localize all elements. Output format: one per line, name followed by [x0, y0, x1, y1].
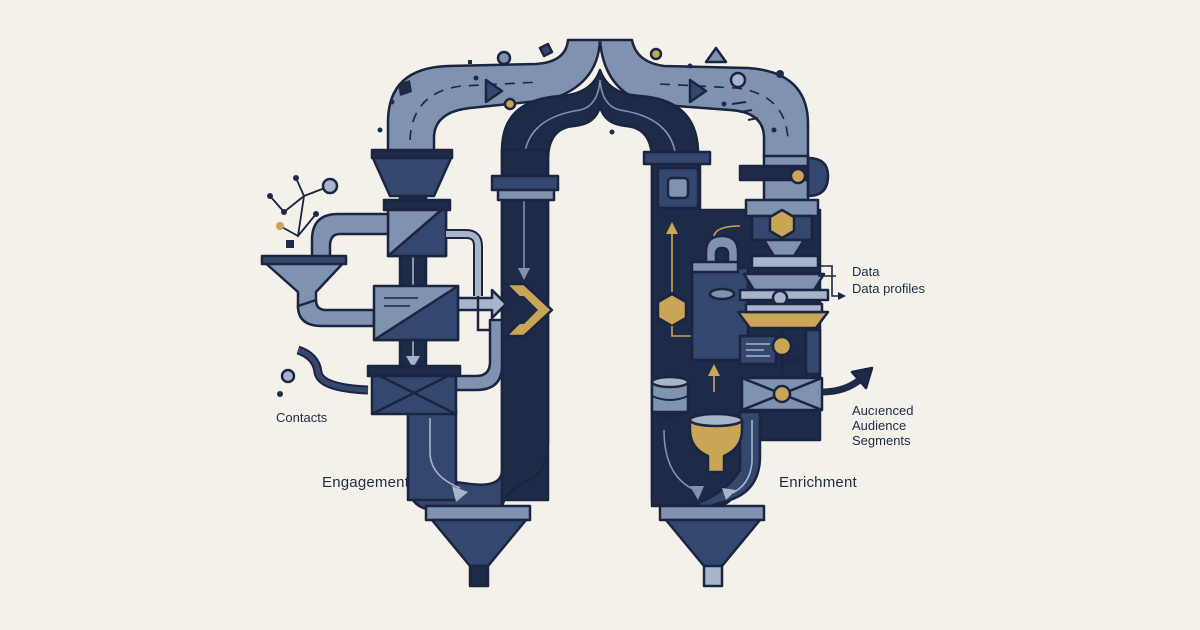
database-cylinder-icon	[650, 375, 690, 418]
right-tower-gauge	[789, 167, 807, 185]
right-tower-plate-3	[744, 302, 824, 314]
left-lower-flow	[429, 418, 461, 489]
funnel-outlet-pipe	[296, 298, 376, 328]
engagement-label: Engagement	[322, 474, 410, 491]
contacts-label: Contacts	[276, 410, 328, 425]
right-bottom-funnel-spout	[702, 564, 724, 588]
arch-dot-gold	[503, 97, 517, 111]
valve-bypass-pipe-fill	[446, 231, 481, 296]
audienced-label: Aucıenced	[852, 403, 914, 418]
contacts-dot-2	[277, 391, 283, 397]
segments-label: Segments	[852, 433, 911, 448]
chevron-arrow-inner-icon	[516, 296, 538, 324]
right-tower-trap-1	[742, 272, 826, 292]
right-top-clamp	[642, 150, 712, 166]
left-bottom-funnel	[430, 518, 528, 568]
contacts-dot-1	[280, 368, 296, 384]
data-label: Data	[852, 264, 880, 279]
right-tower-side-block	[804, 328, 822, 376]
right-tower-gold-tray	[736, 310, 830, 330]
data-profiles-connector	[818, 265, 840, 297]
right-tower-hexagon-icon	[768, 208, 796, 240]
left-curved-pipe	[310, 212, 390, 264]
right-flow-2	[729, 420, 753, 495]
audience-label: Audience	[852, 418, 907, 433]
right-tower-node-1	[771, 335, 793, 357]
left-bottom-funnel-rim	[424, 504, 532, 522]
right-up-arrow-2-icon	[708, 364, 720, 376]
right-down-arrow-2-icon	[722, 488, 736, 500]
valve-bypass-lower	[476, 296, 490, 332]
arch-arrow-left-icon	[484, 78, 504, 104]
valve-3-side-pipe	[454, 318, 504, 392]
left-arch-flow	[409, 81, 541, 141]
gold-funnel-rim	[688, 412, 744, 428]
gold-funnel-icon	[688, 418, 744, 474]
right-tower-joint	[806, 156, 830, 198]
channel-clamp-lower	[496, 188, 556, 202]
data-profiles-label: Data profiles	[852, 281, 925, 296]
contacts-arrow-fill	[297, 347, 369, 393]
right-tower-plate-1	[750, 254, 820, 270]
right-machine-lid	[690, 260, 740, 274]
magnet-wire	[713, 225, 741, 237]
channel-clamp	[490, 174, 560, 192]
enrichment-label: Enrichment	[779, 474, 857, 491]
right-machine-port	[708, 287, 736, 301]
valve-box-1-cap	[382, 198, 452, 212]
left-funnel-rim	[260, 254, 348, 266]
valve-box-3-cross-2	[371, 370, 457, 416]
right-up-arrow-1-icon	[666, 222, 678, 234]
arrow-out-icon	[821, 375, 865, 396]
left-funnel	[260, 258, 348, 310]
network-node-icon	[267, 175, 339, 248]
top-hopper-rim	[370, 148, 454, 160]
right-down-arrow-icon	[690, 486, 704, 500]
right-valve-hub	[772, 384, 792, 404]
top-hopper-funnel	[370, 154, 454, 198]
left-upper-pipe	[386, 38, 602, 160]
confetti-decoration	[377, 42, 784, 135]
central-down-arrow-icon	[518, 268, 530, 280]
left-bottom-funnel-spout	[468, 564, 490, 588]
hexagon-icon	[656, 292, 688, 328]
arch-arrow-right-icon	[688, 78, 708, 104]
valve-box-3-cap	[366, 364, 462, 378]
right-bottom-funnel-rim	[658, 504, 766, 522]
arrow-out-head-icon	[850, 366, 874, 390]
valve-box-2-shade	[372, 284, 460, 342]
right-gauge-inner	[666, 176, 690, 200]
main-down-arrow-icon	[406, 356, 420, 368]
right-bottom-funnel	[664, 518, 762, 568]
right-arch-flow	[659, 83, 789, 141]
valve-2-out-pipe	[456, 288, 508, 320]
data-profiles-arrow-icon	[838, 292, 846, 300]
left-flow-arrow-icon	[452, 486, 468, 502]
central-arch-flow	[523, 79, 677, 280]
left-down-pipe	[406, 408, 458, 502]
